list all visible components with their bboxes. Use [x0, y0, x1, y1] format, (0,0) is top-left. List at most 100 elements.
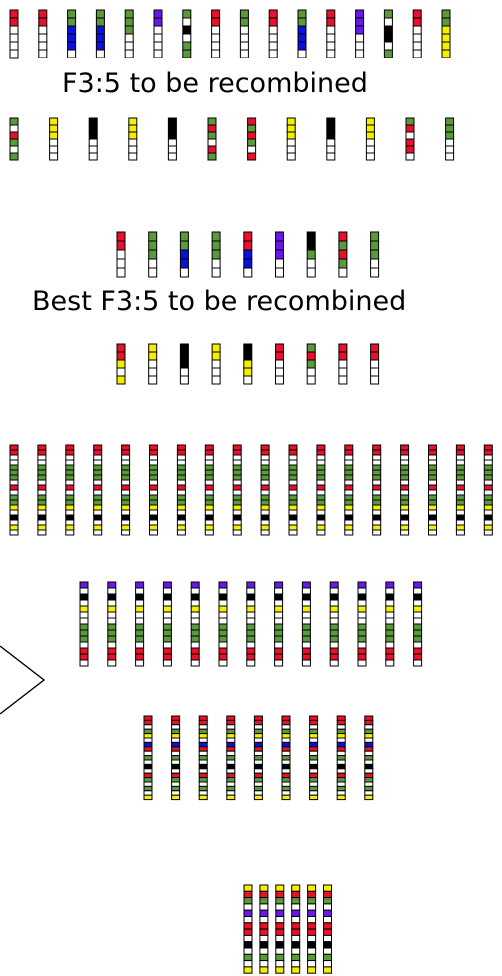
- chromosome-segment: [372, 449, 382, 456]
- chromosome-segment: [344, 519, 354, 526]
- chromosome-segment: [365, 124, 375, 133]
- chromosome-segment: [385, 617, 395, 625]
- best-top-chromosome: [243, 231, 253, 278]
- chromosome-segment: [190, 599, 200, 607]
- chromosome-segment: [204, 449, 214, 456]
- chromosome-segment: [297, 49, 307, 59]
- chromosome-segment: [400, 509, 410, 516]
- chromosome-segment: [455, 464, 465, 471]
- chromosome-segment: [281, 724, 291, 730]
- chromosome-segment: [121, 454, 131, 461]
- chromosome-segment: [116, 240, 126, 251]
- chromosome-segment: [281, 772, 291, 779]
- chromosome-segment: [316, 524, 326, 531]
- chromosome-segment: [149, 529, 158, 536]
- row-1-chromosome: [204, 444, 214, 536]
- chromosome-segment: [275, 928, 285, 936]
- chromosome-segment: [246, 659, 256, 667]
- chromosome-segment: [171, 772, 181, 779]
- chromosome-segment: [364, 781, 374, 787]
- chromosome-segment: [344, 479, 354, 486]
- chromosome-segment: [121, 514, 131, 521]
- chromosome-segment: [297, 33, 307, 43]
- chromosome-segment: [253, 759, 263, 765]
- chromosome-segment: [455, 504, 465, 511]
- chromosome-segment: [400, 459, 410, 466]
- chromosome-segment: [364, 777, 374, 783]
- chromosome-segment: [88, 131, 98, 140]
- chromosome-segment: [316, 504, 326, 511]
- chromosome-segment: [143, 772, 153, 779]
- chromosome-segment: [253, 746, 263, 752]
- row-1-chromosome: [37, 444, 47, 536]
- chromosome-segment: [329, 647, 339, 655]
- chromosome-segment: [326, 138, 336, 147]
- f35-top-chromosome: [355, 9, 365, 59]
- chromosome-segment: [211, 375, 221, 385]
- chromosome-segment: [274, 599, 284, 607]
- chromosome-segment: [357, 599, 367, 607]
- chromosome-segment: [135, 611, 145, 619]
- chromosome-segment: [211, 9, 221, 19]
- chromosome-segment: [232, 479, 242, 486]
- chromosome-segment: [226, 772, 236, 779]
- chromosome-segment: [226, 737, 236, 743]
- chromosome-segment: [400, 464, 410, 471]
- chromosome-segment: [268, 25, 278, 35]
- chromosome-segment: [79, 623, 89, 631]
- chromosome-segment: [226, 790, 236, 796]
- chromosome-segment: [204, 499, 214, 506]
- chromosome-segment: [198, 746, 208, 752]
- chromosome-segment: [65, 489, 75, 496]
- chromosome-segment: [370, 258, 380, 269]
- chromosome-segment: [307, 934, 317, 943]
- chromosome-segment: [344, 469, 354, 476]
- chromosome-segment: [149, 484, 158, 491]
- chromosome-segment: [355, 25, 365, 35]
- chromosome-segment: [95, 49, 105, 59]
- chromosome-segment: [243, 359, 253, 369]
- chromosome-segment: [483, 489, 493, 496]
- chromosome-segment: [37, 519, 47, 526]
- f35-top-chromosome: [95, 9, 105, 59]
- chromosome-segment: [483, 454, 493, 461]
- chromosome-segment: [149, 454, 158, 461]
- chromosome-segment: [198, 768, 208, 774]
- chromosome-segment: [326, 152, 336, 161]
- chromosome-segment: [149, 459, 158, 466]
- chromosome-segment: [171, 768, 181, 774]
- chromosome-segment: [259, 941, 269, 949]
- chromosome-segment: [247, 131, 257, 140]
- chromosome-segment: [253, 728, 263, 735]
- chromosome-segment: [336, 741, 346, 748]
- chromosome-segment: [329, 641, 339, 649]
- chromosome-segment: [400, 479, 410, 486]
- row-1-chromosome: [149, 444, 158, 536]
- chromosome-segment: [37, 464, 47, 471]
- chromosome-segment: [385, 605, 395, 613]
- chromosome-segment: [323, 966, 332, 974]
- chromosome-segment: [171, 728, 181, 735]
- chromosome-segment: [9, 49, 19, 59]
- chromosome-segment: [370, 367, 380, 377]
- chromosome-segment: [232, 444, 242, 451]
- chromosome-segment: [288, 509, 298, 516]
- chromosome-segment: [336, 746, 346, 752]
- chromosome-segment: [306, 267, 316, 278]
- chromosome-segment: [190, 659, 200, 667]
- chromosome-segment: [336, 790, 346, 796]
- chromosome-segment: [121, 494, 131, 501]
- chromosome-segment: [307, 903, 317, 911]
- chromosome-segment: [306, 240, 316, 251]
- chromosome-segment: [93, 454, 103, 461]
- chromosome-segment: [344, 474, 354, 481]
- chromosome-segment: [309, 781, 319, 787]
- chromosome-segment: [198, 781, 208, 787]
- chromosome-segment: [211, 17, 221, 27]
- chromosome-segment: [455, 479, 465, 486]
- chromosome-segment: [291, 928, 301, 936]
- chromosome-segment: [372, 529, 382, 536]
- best-bottom-chromosome: [148, 343, 158, 385]
- chromosome-segment: [149, 509, 158, 516]
